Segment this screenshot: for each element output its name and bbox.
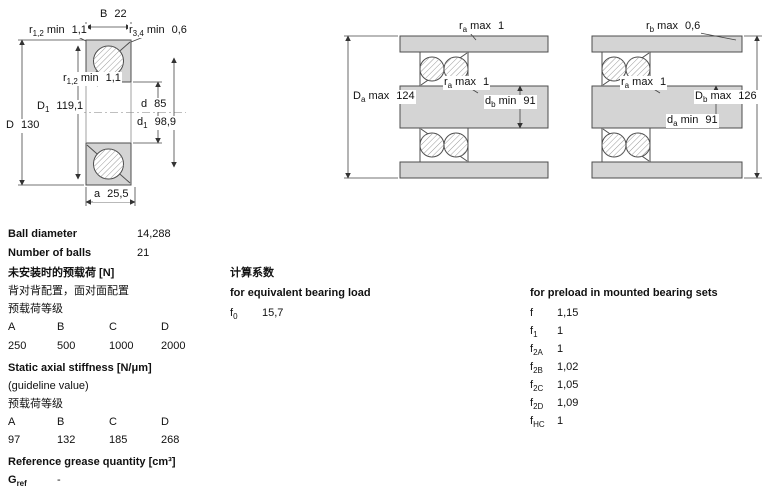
preload-header-cell: C xyxy=(109,321,117,333)
equiv-load-title: for equivalent bearing load xyxy=(230,287,371,299)
ball-diameter-value: 14,288 xyxy=(137,228,171,240)
preload-subtitle: 背对背配置，面对面配置 xyxy=(8,285,129,297)
dim-value: 25,5 xyxy=(107,188,129,200)
dim-value: 124 xyxy=(396,90,415,102)
dim-value: 126 xyxy=(738,90,757,102)
dim-value: 119,1 xyxy=(56,100,84,112)
factor-symbol: f2B xyxy=(530,361,543,376)
calc-factors-title: 计算系数 xyxy=(230,267,274,279)
factor-value: 1,15 xyxy=(557,307,579,319)
stiffness-title: Static axial stiffness [N/μm] xyxy=(8,362,152,374)
dim-value: 1 xyxy=(482,76,490,88)
preload-header-cell: B xyxy=(57,321,65,333)
dim-value: 85 xyxy=(154,98,167,110)
stiffness-class-label: 预载荷等级 xyxy=(8,398,63,410)
factor-value: 1,09 xyxy=(557,397,579,409)
right-mounting-diagram xyxy=(591,32,762,179)
number-of-balls-label: Number of balls xyxy=(8,247,92,259)
factor-value: 1,05 xyxy=(557,379,579,391)
middle-mounting-diagram xyxy=(344,32,549,179)
stiffness-header-cell: A xyxy=(8,416,16,428)
preload-header-cell: D xyxy=(161,321,169,333)
dim-value: 91 xyxy=(705,114,718,126)
preload-value-cell: 2000 xyxy=(161,340,186,352)
grease-value: - xyxy=(57,474,61,486)
preload-value-cell: 500 xyxy=(57,340,76,352)
dim-value: 22 xyxy=(114,8,127,20)
grease-symbol: Gref xyxy=(8,474,27,489)
preload-value-cell: 250 xyxy=(8,340,27,352)
stiffness-header-cell: B xyxy=(57,416,65,428)
dim-value: 1,1 xyxy=(105,72,121,84)
factor-value: 1 xyxy=(557,415,564,427)
stiffness-value-cell: 132 xyxy=(57,434,76,446)
dim-value: 1,1 xyxy=(71,24,87,36)
preload-value-cell: 1000 xyxy=(109,340,134,352)
stiffness-header-cell: C xyxy=(109,416,117,428)
number-of-balls-value: 21 xyxy=(137,247,150,259)
factor-value: 1,02 xyxy=(557,361,579,373)
dim-value: 1 xyxy=(497,20,505,32)
factor-symbol: fHC xyxy=(530,415,545,430)
preload-class-label: 预载荷等级 xyxy=(8,303,63,315)
preload-title: 未安装时的预载荷 [N] xyxy=(8,267,115,279)
dim-value: 98,9 xyxy=(154,116,176,128)
bearing-diagrams-graphics xyxy=(18,22,762,206)
stiffness-value-cell: 268 xyxy=(161,434,180,446)
dim-value: 0,6 xyxy=(684,20,701,32)
factor-symbol: f2C xyxy=(530,379,544,394)
grease-title: Reference grease quantity [cm³] xyxy=(8,456,176,468)
stiffness-header-cell: D xyxy=(161,416,169,428)
stiffness-value-cell: 185 xyxy=(109,434,128,446)
factor-value: 1 xyxy=(557,325,564,337)
f0-symbol: f0 xyxy=(230,307,238,322)
f0-value: 15,7 xyxy=(262,307,284,319)
factor-symbol: f1 xyxy=(530,325,538,340)
dim-value: 130 xyxy=(20,119,40,131)
preload-factors-title: for preload in mounted bearing sets xyxy=(530,287,718,299)
stiffness-subtitle: (guideline value) xyxy=(8,380,89,392)
ball-diameter-label: Ball diameter xyxy=(8,228,78,240)
dim-value: 91 xyxy=(523,95,536,107)
preload-header-cell: A xyxy=(8,321,16,333)
factor-symbol: f xyxy=(530,307,534,319)
stiffness-value-cell: 97 xyxy=(8,434,21,446)
factor-symbol: f2D xyxy=(530,397,544,412)
factor-value: 1 xyxy=(557,343,564,355)
factor-symbol: f2A xyxy=(530,343,543,358)
dim-value: 1 xyxy=(659,76,667,88)
dim-value: 0,6 xyxy=(171,24,187,36)
